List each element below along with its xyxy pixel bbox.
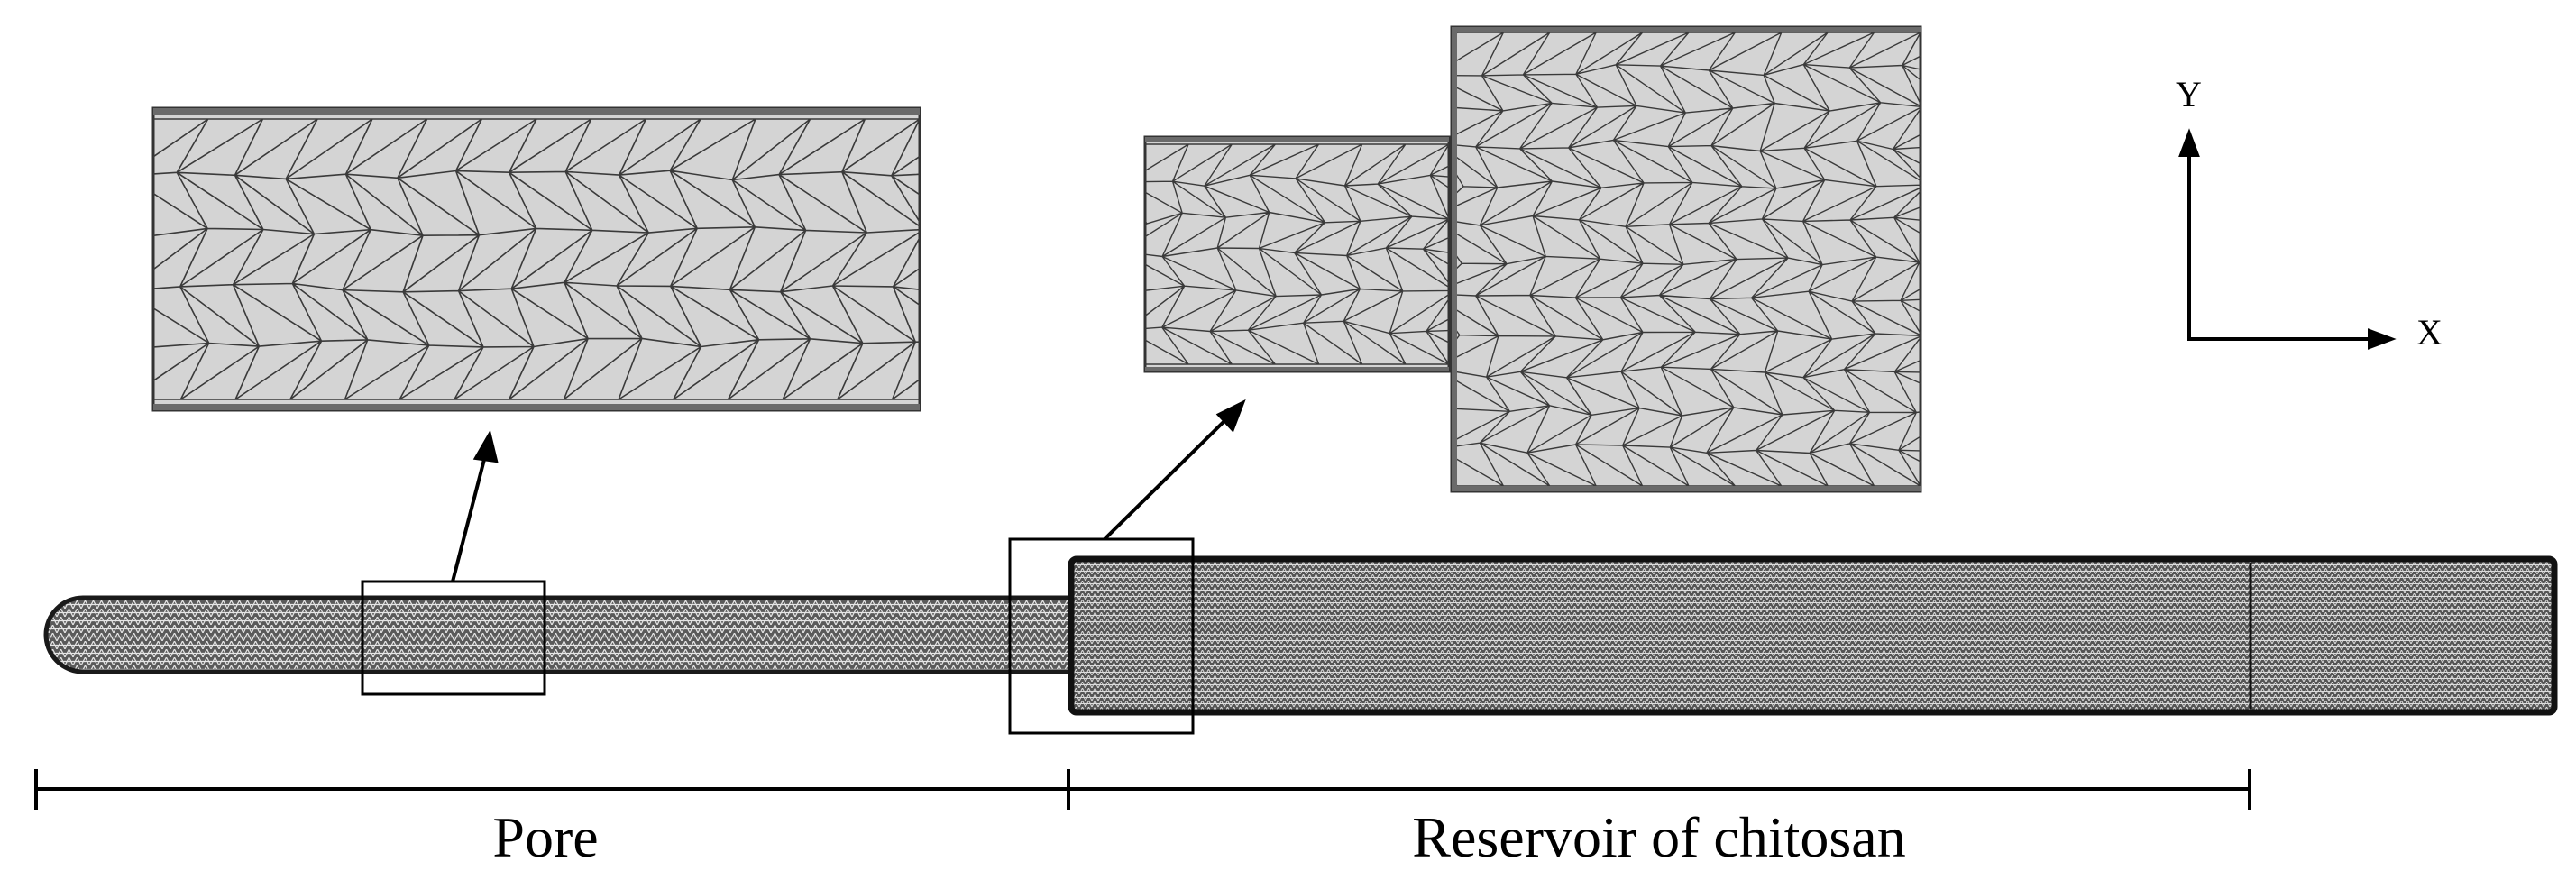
- mesh-lines: [1145, 143, 1449, 365]
- pore-channel: [43, 595, 1076, 674]
- x-axis-arrow: [2189, 328, 2397, 350]
- arrow-to-pore-inset: [451, 429, 499, 582]
- mesh-lines: [153, 118, 920, 400]
- pore-label: Pore: [492, 805, 598, 869]
- x-axis-label: X: [2416, 312, 2443, 353]
- zoom-box-junction: [1008, 537, 1195, 735]
- reservoir-label: Reservoir of chitosan: [1412, 805, 1905, 869]
- pore-mesh-inset: [151, 106, 921, 412]
- main-mesh-geometry: [43, 555, 2558, 716]
- y-axis-label: Y: [2176, 74, 2202, 115]
- coordinate-axes: Y X: [2176, 74, 2443, 353]
- arrow-to-junction-inset: [1103, 399, 1246, 541]
- dimension-line: [34, 769, 2251, 810]
- junction-mesh-inset: [1143, 25, 1922, 493]
- y-axis-arrow: [2178, 128, 2200, 341]
- zoom-callouts: [361, 399, 1246, 735]
- reservoir-region: [1068, 555, 2558, 716]
